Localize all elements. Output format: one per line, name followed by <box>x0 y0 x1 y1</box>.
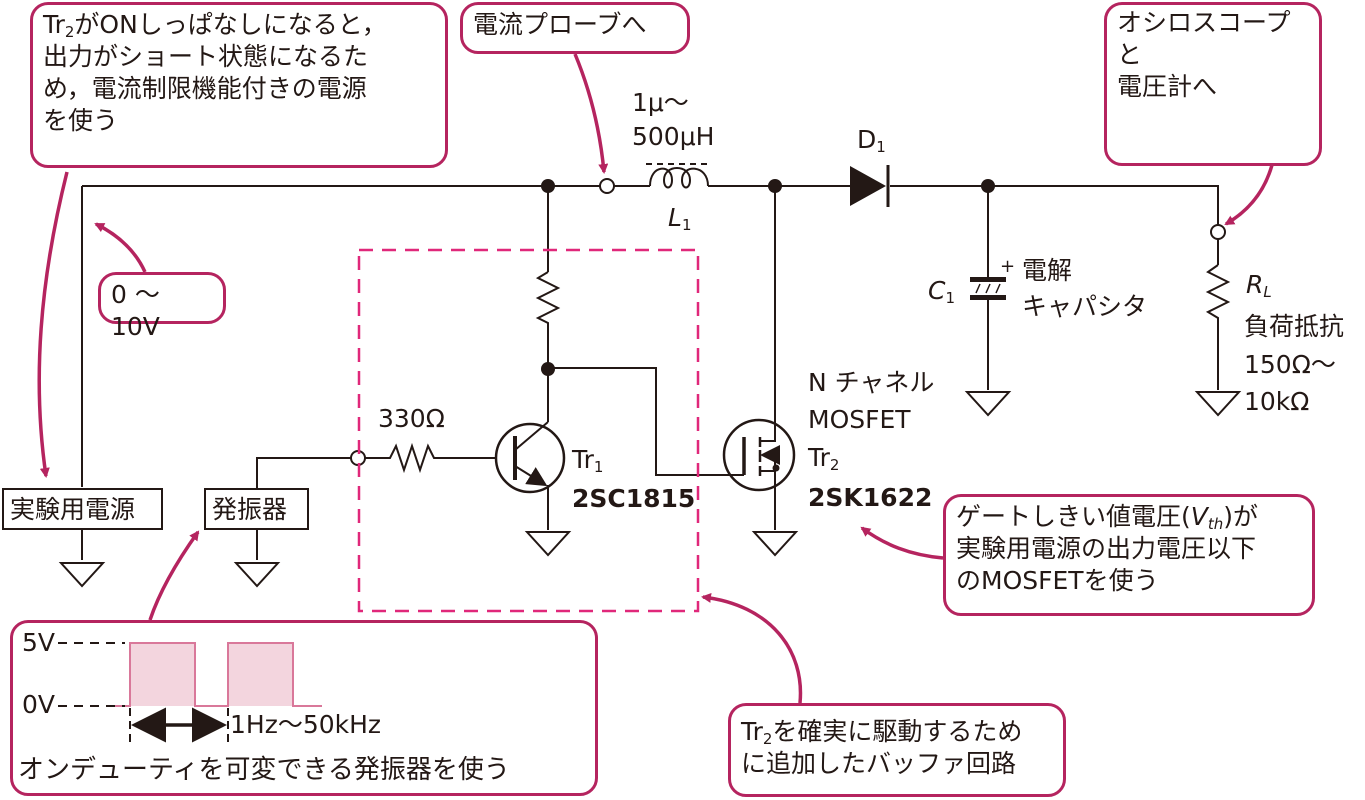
arrow-gate-threshold <box>860 526 944 560</box>
ground-icon <box>1194 391 1242 417</box>
buffer-circuit-boundary <box>357 248 700 613</box>
inductor-coil <box>649 167 709 189</box>
tr2-ref: Tr2 <box>808 443 840 474</box>
junction-dot <box>541 179 555 193</box>
load-resistor <box>1205 264 1231 390</box>
test-point-voltage <box>1210 224 1226 240</box>
tr1-ref: Tr1 <box>572 445 604 476</box>
pulse-waveform <box>58 642 322 745</box>
npn-transistor-icon <box>494 421 566 494</box>
capacitor-polarity: + <box>1000 256 1016 277</box>
inductor-value-line1: 1μ～ <box>632 88 689 117</box>
capacitor-ref: C1 <box>928 276 956 307</box>
tr2-part: 2SK1622 <box>808 483 933 512</box>
base-resistor-value: 330Ω <box>378 404 445 433</box>
tr1-part: 2SC1815 <box>572 484 696 513</box>
gate-threshold-callout: ゲートしきい値電圧(Vth)が 実験用電源の出力電圧以下 のMOSFETを使う <box>943 494 1315 616</box>
capacitor-desc-line1: 電解 <box>1022 256 1073 285</box>
load-range-line1: 150Ω～ <box>1244 350 1336 379</box>
power-supply-box: 実験用電源 <box>2 488 163 530</box>
capacitor-icon <box>970 277 1006 300</box>
scope-meter-callout: オシロスコープと 電圧計へ <box>1104 2 1322 166</box>
pullup-resistor <box>535 271 561 368</box>
ground-icon <box>524 531 572 557</box>
oscillator-caption: オンデューティを可変できる発振器を使う <box>18 755 510 785</box>
current-probe-callout: 電流プローブへ <box>460 2 690 54</box>
junction-dot <box>541 362 555 376</box>
level-high-label: 5V <box>22 628 56 657</box>
inductor-ref: L1 <box>668 203 692 234</box>
diode-icon <box>850 166 886 206</box>
arrow-scope-meter <box>1224 164 1274 226</box>
voltage-range-callout: 0 ～ 10V <box>98 272 226 341</box>
arrow-power-note <box>37 171 69 478</box>
ground-icon <box>58 562 106 588</box>
arrow-buffer <box>701 592 803 704</box>
test-point-current <box>599 178 615 194</box>
load-ref: RL <box>1246 270 1272 301</box>
gate-drive-wire <box>548 367 744 476</box>
base-resistor <box>364 442 497 474</box>
capacitor-desc-line2: キャパシタ <box>1022 292 1148 321</box>
ground-icon <box>964 391 1012 417</box>
inductor-value-line2: 500μH <box>632 122 715 151</box>
power-supply-callout: Tr2がONしっぱなしになると， 出力がショート状態になるた め，電流制限機能付… <box>30 2 448 168</box>
oscillator-callout <box>10 620 598 796</box>
diode-ref: D1 <box>857 125 886 156</box>
frequency-range-label: 1Hz～50kHz <box>230 710 382 739</box>
load-range-line2: 10kΩ <box>1244 387 1310 416</box>
tr2-type-line1: N チャネル <box>808 368 935 397</box>
mosfet-icon <box>722 418 796 492</box>
arrow-oscillator <box>148 530 200 621</box>
level-low-label: 0V <box>22 690 56 719</box>
arrow-voltage-range <box>94 222 147 273</box>
arrow-current-probe <box>573 53 609 174</box>
load-desc: 負荷抵抗 <box>1244 312 1345 341</box>
tr2-type-line2: MOSFET <box>808 405 911 434</box>
ground-icon <box>751 531 799 557</box>
buffer-callout: Tr2を確実に駆動するため に追加したバッファ回路 <box>728 703 1066 797</box>
ground-icon <box>233 562 281 588</box>
junction-dot <box>768 179 782 193</box>
junction-dot <box>981 179 995 193</box>
oscillator-box: 発振器 <box>204 488 309 530</box>
